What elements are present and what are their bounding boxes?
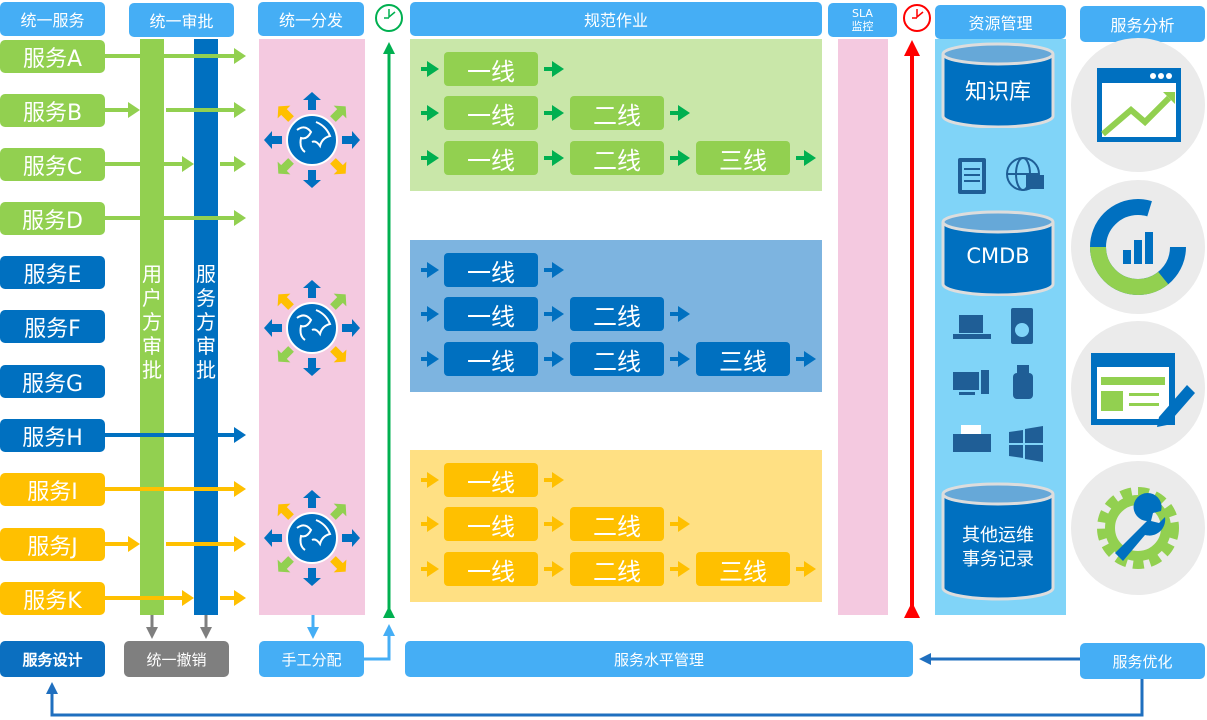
service-design-button[interactable]: 服务设计	[0, 641, 105, 677]
ops-panel-green: 一线一线二线一线二线三线	[410, 39, 822, 191]
other-records-db: 其他运维事务记录	[941, 482, 1055, 602]
ops-panel-orange: 一线一线二线一线二线三线	[410, 450, 822, 602]
service-item[interactable]: 服务K	[0, 582, 105, 615]
tier-l2-box[interactable]: 二线	[570, 342, 664, 376]
database-icon	[941, 210, 1055, 297]
analysis-chart-icon[interactable]	[1071, 38, 1205, 172]
tier-l1-box[interactable]: 一线	[444, 552, 538, 586]
database-icon	[941, 42, 1055, 129]
tier-l1-box[interactable]: 一线	[444, 253, 538, 287]
tier-l1-box[interactable]: 一线	[444, 507, 538, 541]
analysis-settings-icon[interactable]	[1071, 461, 1205, 595]
sla-label-2: 监控	[851, 20, 874, 33]
tier-l2-box[interactable]: 二线	[570, 552, 664, 586]
document-icon	[958, 158, 986, 194]
globe-laptop-icon	[1006, 157, 1044, 191]
user-approval-label: 用户方审批	[142, 262, 162, 382]
sla-label: SLA	[852, 7, 873, 20]
service-item[interactable]: 服务A	[0, 40, 105, 73]
arrow-head-icon	[234, 156, 246, 172]
arrow-head-icon	[234, 210, 246, 226]
green-clock-icon	[375, 4, 403, 32]
analysis-donut-icon[interactable]	[1071, 180, 1205, 314]
tier-l2-box[interactable]: 二线	[570, 507, 664, 541]
analysis-edit-icon[interactable]	[1071, 321, 1205, 455]
header-unified-service: 统一服务	[0, 2, 105, 36]
service-item[interactable]: 服务C	[0, 148, 105, 181]
user-approval-bar	[140, 39, 164, 615]
header-unified-dispatch: 统一分发	[258, 2, 364, 36]
desktop-icon	[953, 370, 989, 395]
service-optimize-button[interactable]: 服务优化	[1080, 643, 1205, 679]
service-approval-label: 服务方审批	[196, 262, 216, 382]
speaker-icon	[1011, 308, 1033, 344]
cmdb-db: CMDB	[941, 210, 1055, 297]
other-label: 其他运维事务记录	[941, 524, 1055, 572]
tier-l1-box[interactable]: 一线	[444, 463, 538, 497]
tier-l1-box[interactable]: 一线	[444, 96, 538, 130]
tier-l3-box[interactable]: 三线	[696, 342, 790, 376]
service-item[interactable]: 服务F	[0, 310, 105, 343]
tier-l3-box[interactable]: 三线	[696, 141, 790, 175]
arrow-head-icon	[234, 590, 246, 606]
printer-icon	[953, 425, 991, 452]
database-icon	[941, 482, 1055, 601]
header-resource: 资源管理	[935, 5, 1066, 39]
sla-column	[838, 39, 888, 615]
ops-panel-blue: 一线一线二线一线二线三线	[410, 240, 822, 392]
service-item[interactable]: 服务E	[0, 256, 105, 289]
service-item[interactable]: 服务I	[0, 473, 105, 506]
arrow-head-icon	[234, 536, 246, 552]
other-label-1: 其他运维	[962, 525, 1034, 546]
tier-l2-box[interactable]: 二线	[570, 96, 664, 130]
arrow-head-icon	[182, 156, 194, 172]
tier-l2-box[interactable]: 二线	[570, 141, 664, 175]
resource-icons	[953, 157, 1044, 462]
service-level-management-button[interactable]: 服务水平管理	[405, 641, 913, 677]
tier-l1-box[interactable]: 一线	[444, 52, 538, 86]
tier-l3-box[interactable]: 三线	[696, 552, 790, 586]
arrow-head-icon	[182, 590, 194, 606]
dispatch-column	[259, 39, 365, 615]
arrow-head-icon	[234, 481, 246, 497]
red-clock-icon	[903, 4, 931, 32]
usb-icon	[1013, 365, 1033, 399]
service-item[interactable]: 服务D	[0, 202, 105, 235]
manual-assign-button[interactable]: 手工分配	[259, 641, 364, 677]
manual-to-timeline-arrow	[364, 624, 395, 661]
arrow-head-icon	[234, 102, 246, 118]
header-standard-ops: 规范作业	[410, 2, 822, 36]
service-item[interactable]: 服务H	[0, 419, 105, 452]
optimize-to-design-loop	[46, 679, 1144, 717]
other-label-2: 事务记录	[962, 549, 1034, 570]
service-item[interactable]: 服务J	[0, 528, 105, 561]
service-item[interactable]: 服务B	[0, 94, 105, 127]
tier-l2-box[interactable]: 二线	[570, 297, 664, 331]
service-item[interactable]: 服务G	[0, 365, 105, 398]
arrow-head-icon	[128, 102, 140, 118]
tier-l1-box[interactable]: 一线	[444, 342, 538, 376]
service-approval-bar	[194, 39, 218, 615]
header-unified-approval: 统一审批	[129, 3, 234, 37]
laptop-icon	[953, 315, 991, 339]
arrow-head-icon	[234, 48, 246, 64]
header-analysis: 服务分析	[1080, 6, 1205, 42]
arrow-head-icon	[234, 427, 246, 443]
knowledge-base-db: 知识库	[941, 42, 1055, 129]
unified-revoke-button[interactable]: 统一撤销	[124, 641, 229, 677]
tier-l1-box[interactable]: 一线	[444, 141, 538, 175]
arrow-head-icon	[128, 536, 140, 552]
windows-icon	[1009, 426, 1043, 462]
tier-l1-box[interactable]: 一线	[444, 297, 538, 331]
kb-label: 知识库	[964, 80, 1031, 105]
cmdb-label: CMDB	[966, 244, 1030, 268]
